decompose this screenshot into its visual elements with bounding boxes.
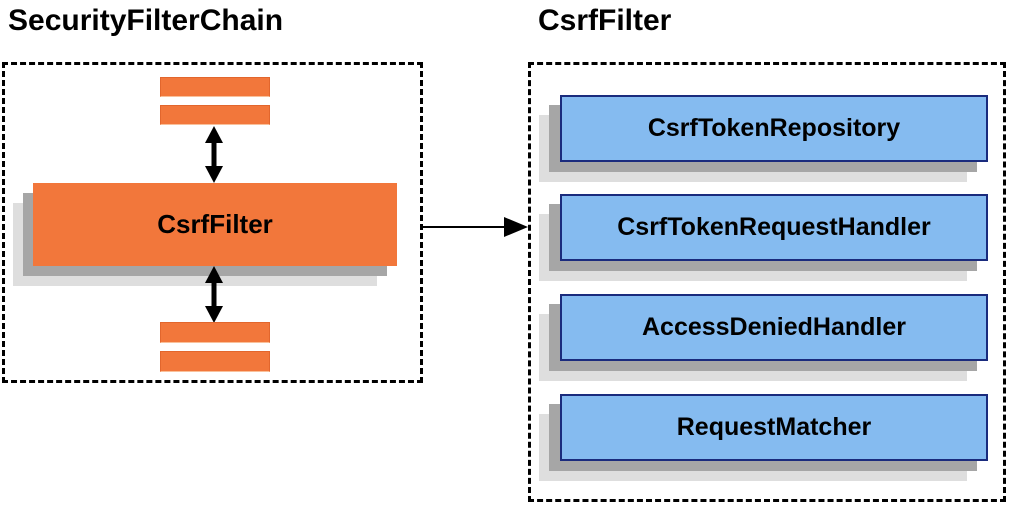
component-box-request-matcher: RequestMatcher xyxy=(560,394,988,461)
component-label: RequestMatcher xyxy=(676,413,872,441)
component-label: CsrfTokenRequestHandler xyxy=(617,213,931,241)
bidirectional-arrow-bottom-icon xyxy=(202,266,226,323)
component-label: AccessDeniedHandler xyxy=(641,313,906,341)
component-box-csrf-token-request-handler: CsrfTokenRequestHandler xyxy=(560,194,988,261)
security-filter-chain-container xyxy=(2,62,423,383)
csrf-filter-panel-title: CsrfFilter xyxy=(538,4,672,37)
filter-bar-bottom-2 xyxy=(160,351,270,372)
csrf-filter-main-label: CsrfFilter xyxy=(157,209,273,239)
filter-bar-top-2 xyxy=(160,105,270,125)
bidirectional-arrow-top-icon xyxy=(202,126,226,183)
filter-bar-top-1 xyxy=(160,77,270,97)
filter-bar-bottom-1 xyxy=(160,322,270,343)
csrf-filter-container xyxy=(528,62,1006,502)
component-label: CsrfTokenRepository xyxy=(647,114,901,142)
csrf-filter-main-box: CsrfFilter xyxy=(33,183,397,266)
arrow-right-icon xyxy=(422,215,529,239)
component-box-csrf-token-repository: CsrfTokenRepository xyxy=(560,95,988,162)
component-box-access-denied-handler: AccessDeniedHandler xyxy=(560,294,988,361)
security-filter-chain-title: SecurityFilterChain xyxy=(8,4,284,37)
